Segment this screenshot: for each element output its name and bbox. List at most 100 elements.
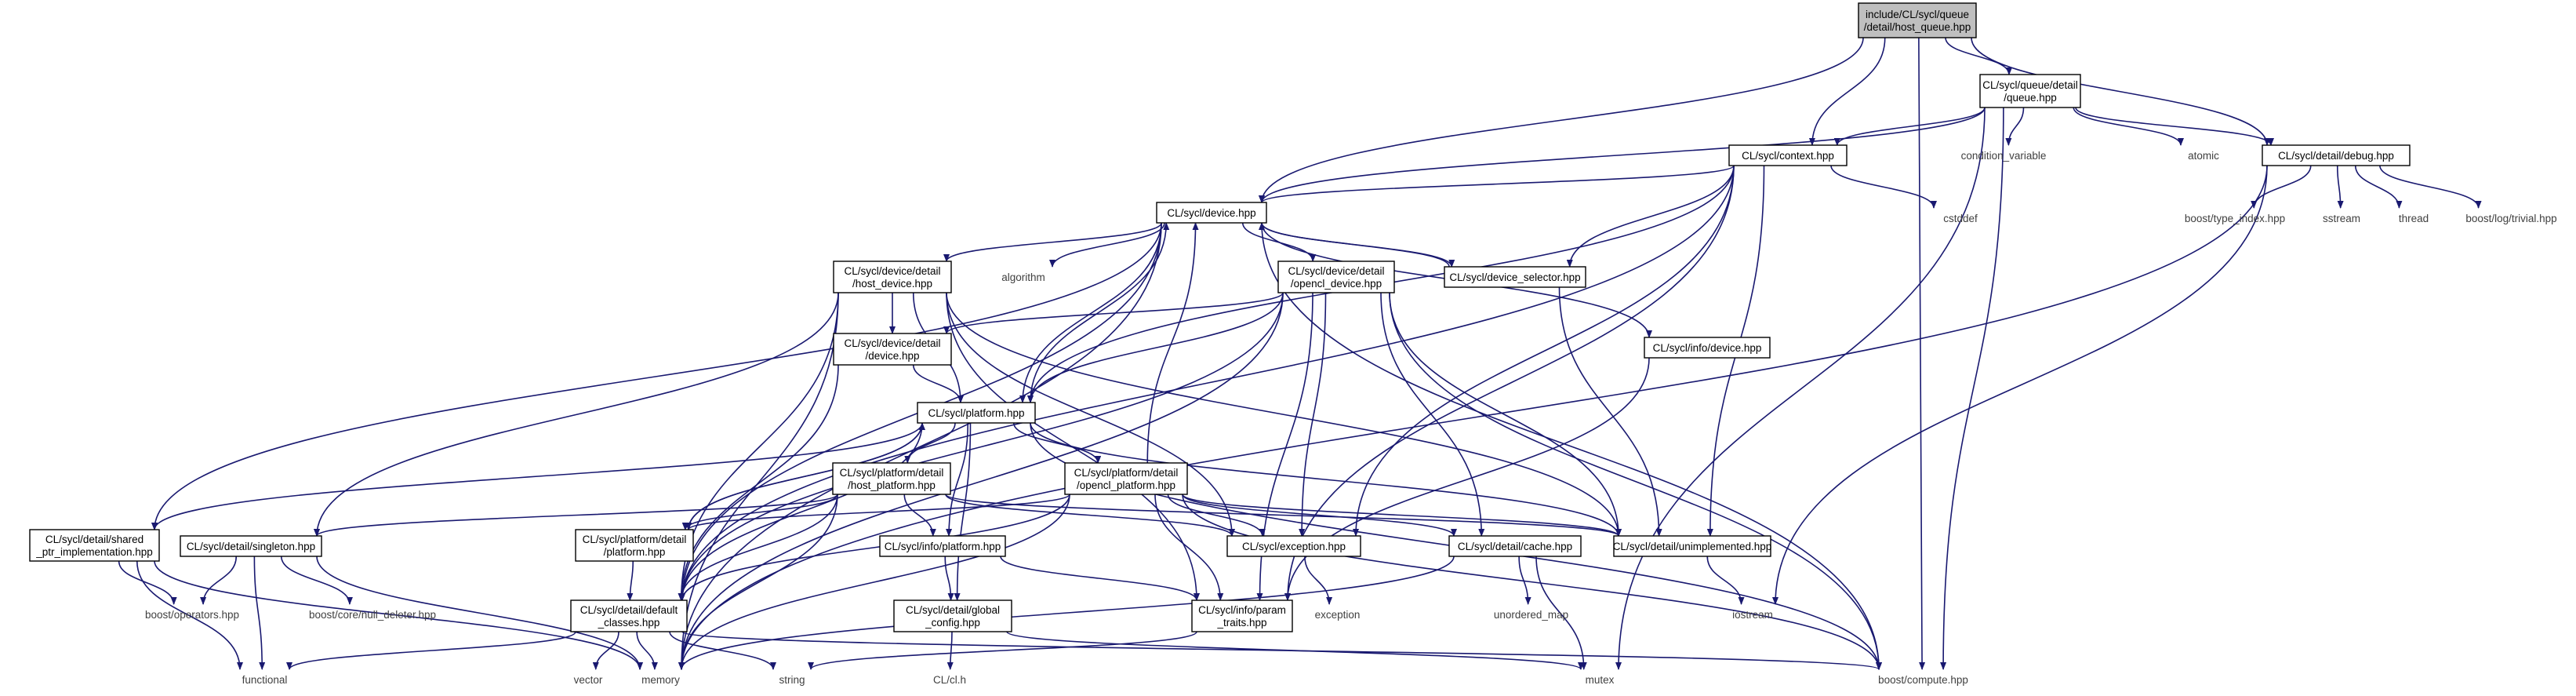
node-label: boost/core/null_deleter.hpp	[309, 609, 436, 621]
edge-queue_detail-to-context	[1833, 107, 1986, 146]
node-label: unordered_map	[1494, 609, 1568, 621]
node-singleton[interactable]: CL/sycl/detail/singleton.hpp	[180, 535, 322, 557]
node-label: condition_variable	[1961, 150, 2047, 162]
edge-host_platform-to-singleton	[314, 494, 838, 537]
edge-device-to-algorithm	[1049, 222, 1165, 268]
edge-host_device-to-exception	[946, 292, 1235, 537]
edge-default_classes-to-memory	[636, 631, 658, 670]
node-info-platform[interactable]: CL/sycl/info/platform.hpp	[879, 535, 1006, 557]
node-queue-detail[interactable]: CL/sycl/queue/detail/queue.hpp	[1979, 74, 2081, 108]
node-root[interactable]: include/CL/sycl/queue/detail/host_queue.…	[1858, 2, 1977, 38]
edge-root-to-context	[1808, 37, 1886, 146]
node-boost-operators: boost/operators.hpp	[145, 609, 239, 621]
node-debug[interactable]: CL/sycl/detail/debug.hpp	[2262, 144, 2411, 166]
node-platform[interactable]: CL/sycl/platform.hpp	[917, 402, 1036, 424]
node-label: cstddef	[1943, 213, 1978, 224]
edge-unimplemented-to-iostream	[1706, 556, 1745, 605]
node-label: CL/sycl/detail/singleton.hpp	[187, 541, 315, 552]
node-sstream: sstream	[2323, 213, 2360, 224]
edge-opencl_platform-to-memory	[678, 494, 1070, 670]
node-cstddef: cstddef	[1943, 213, 1978, 224]
node-label: CL/sycl/platform/detail	[840, 467, 944, 479]
node-device-detail[interactable]: CL/sycl/device/detail/device.hpp	[833, 333, 952, 366]
node-label: /opencl_platform.hpp	[1077, 479, 1175, 491]
node-label: exception	[1315, 609, 1361, 621]
node-label: CL/sycl/device_selector.hpp	[1449, 271, 1580, 283]
edge-device_selector-to-unimplemented	[1558, 286, 1662, 537]
node-param-traits[interactable]: CL/sycl/info/param_traits.hpp	[1191, 599, 1293, 632]
edge-queue_detail-to-mutex	[1615, 107, 1986, 670]
node-mutex: mutex	[1586, 674, 1615, 686]
node-device[interactable]: CL/sycl/device.hpp	[1156, 202, 1267, 224]
edge-default_classes-to-vector	[592, 631, 619, 670]
node-box	[833, 261, 952, 293]
node-box	[1444, 266, 1586, 288]
edge-opencl_platform-to-boost_compute	[1182, 494, 1882, 670]
node-label: algorithm	[1001, 271, 1045, 283]
node-shared-ptr[interactable]: CL/sycl/detail/shared_ptr_implementation…	[29, 529, 160, 562]
edge-platform-to-info_platform	[946, 422, 969, 537]
node-label: /detail/host_queue.hpp	[1864, 21, 1971, 33]
edges-layer	[118, 37, 2482, 670]
node-algorithm: algorithm	[1001, 271, 1045, 283]
node-opencl-device[interactable]: CL/sycl/device/detail/opencl_device.hpp	[1277, 261, 1395, 293]
node-cache[interactable]: CL/sycl/detail/cache.hpp	[1448, 535, 1582, 557]
node-label: CL/cl.h	[933, 674, 966, 686]
edge-opencl_device-to-boost_compute	[1389, 292, 1882, 670]
node-label: CL/sycl/platform/detail	[1074, 467, 1179, 479]
node-label: CL/sycl/exception.hpp	[1242, 541, 1346, 552]
node-global-config[interactable]: CL/sycl/detail/global_config.hpp	[893, 599, 1012, 632]
node-label: _config.hpp	[925, 617, 980, 629]
node-unimplemented[interactable]: CL/sycl/detail/unimplemented.hpp	[1613, 535, 1772, 557]
node-default-classes[interactable]: CL/sycl/detail/default_classes.hpp	[570, 599, 688, 632]
edge-platform_detail-to-default_classes	[627, 560, 634, 601]
edge-opencl_device-to-unimplemented	[1389, 292, 1622, 537]
node-context[interactable]: CL/sycl/context.hpp	[1728, 144, 1848, 166]
node-label: CL/sycl/detail/shared	[45, 534, 144, 545]
node-device-selector[interactable]: CL/sycl/device_selector.hpp	[1444, 266, 1586, 288]
edge-debug-to-iostream	[1772, 165, 2268, 605]
node-info-device[interactable]: CL/sycl/info/device.hpp	[1644, 337, 1771, 359]
node-host-platform[interactable]: CL/sycl/platform/detail/host_platform.hp…	[832, 462, 951, 495]
node-label: mutex	[1586, 674, 1615, 686]
edge-context-to-default_classes	[679, 165, 1735, 601]
node-label: _classes.hpp	[598, 617, 660, 629]
node-host-device[interactable]: CL/sycl/device/detail/host_device.hpp	[833, 261, 952, 293]
nodes-layer: include/CL/sycl/queue/detail/host_queue.…	[29, 2, 2557, 686]
edge-queue_detail-to-atomic	[2073, 107, 2184, 146]
edge-device-to-shared_ptr	[151, 222, 1162, 530]
node-box	[570, 599, 688, 632]
node-platform-detail[interactable]: CL/sycl/platform/detail/platform.hpp	[575, 529, 694, 562]
node-exception[interactable]: CL/sycl/exception.hpp	[1226, 535, 1361, 557]
edge-device-to-host_device	[943, 222, 1162, 262]
edge-root-to-debug	[1971, 37, 2270, 146]
node-label: CL/sycl/context.hpp	[1742, 150, 1834, 162]
edge-host_device-to-default_classes	[678, 292, 839, 601]
node-box	[832, 462, 951, 495]
node-label: CL/sycl/detail/default	[580, 604, 678, 616]
edge-context-to-cstddef	[1830, 165, 1937, 209]
node-label: CL/sycl/device/detail	[844, 265, 940, 277]
edge-param_traits-to-string	[808, 631, 1197, 670]
edge-debug-to-thread	[2354, 165, 2403, 209]
edge-default_classes-to-string	[669, 631, 776, 670]
edge-root-to-queue_detail	[1945, 37, 2012, 75]
edge-context-to-param_traits	[1284, 165, 1735, 601]
node-opencl-platform[interactable]: CL/sycl/platform/detail/opencl_platform.…	[1064, 462, 1188, 495]
node-label: /platform.hpp	[604, 546, 666, 558]
edge-platform-to-device	[1030, 222, 1170, 403]
node-label: CL/sycl/detail/global	[906, 604, 1000, 616]
edge-platform-to-global_config	[954, 422, 972, 601]
edge-queue_detail-to-device	[1259, 107, 1986, 203]
node-condvar: condition_variable	[1961, 150, 2047, 162]
node-box	[575, 529, 694, 562]
node-label: _traits.hpp	[1216, 617, 1266, 629]
edge-default_classes-to-functional	[286, 631, 576, 670]
edge-device_selector-to-device	[1259, 222, 1450, 268]
node-label: CL/sycl/device.hpp	[1167, 207, 1255, 219]
edge-debug-to-trivial	[2379, 165, 2482, 209]
edge-platform-to-unimplemented	[1030, 422, 1622, 537]
node-box	[1226, 535, 1361, 557]
node-memory: memory	[641, 674, 680, 686]
edge-opencl_platform-to-device	[1146, 222, 1199, 464]
